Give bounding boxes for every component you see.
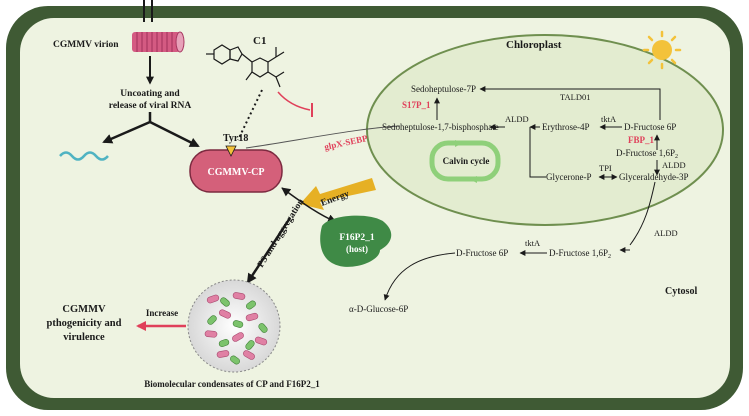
glycerone-p: Glycerone-P xyxy=(546,172,591,182)
tkta-label-2: tktA xyxy=(525,238,541,248)
tald01-path xyxy=(479,86,661,120)
glpx-line xyxy=(245,125,401,149)
c1-binding-line xyxy=(237,89,263,141)
c1-molecule-icon xyxy=(206,44,285,88)
fbp-label: FBP_1 xyxy=(628,135,654,145)
cp-label: CGMMV-CP xyxy=(207,167,264,178)
erythrose-4p: Erythrose-4P xyxy=(542,122,590,132)
f16p2-label-2: (host) xyxy=(346,244,368,254)
sedoheptulose-7p: Sedoheptulose-7P xyxy=(411,84,476,94)
glyceraldehyde-3p: Glyceraldehyde-3P xyxy=(619,172,688,182)
condensates-caption: Biomolecular condensates of CP and F16P2… xyxy=(144,379,320,389)
alpha-d-glucose-6p: α-D-Glucose-6P xyxy=(349,304,408,314)
tyr18-label: Tyr18 xyxy=(223,133,248,144)
virion-icon xyxy=(132,31,185,53)
viral-rna-icon xyxy=(59,151,109,161)
glyceraldehyde-out-path xyxy=(629,181,656,246)
uncoating-label-1: Uncoating and xyxy=(120,89,180,99)
increase-label: Increase xyxy=(146,308,178,318)
arrow-to-rna xyxy=(102,120,151,144)
fructose-glucose-path xyxy=(383,252,456,301)
aldd-label-3: ALDD xyxy=(654,228,678,238)
cytosol-label: Cytosol xyxy=(665,286,697,297)
arrow-to-cp xyxy=(149,120,200,148)
c1-inhibition-arrow xyxy=(277,91,311,111)
chloroplast-label: Chloroplast xyxy=(506,39,562,51)
calvin-cycle-icon xyxy=(429,140,501,183)
tpi-label: TPI xyxy=(599,163,612,173)
outcome-label-2: pthogenicity and xyxy=(47,318,122,329)
tyr18-pointer xyxy=(225,145,237,157)
tald01-label: TALD01 xyxy=(560,92,590,102)
sedoheptulose-bp: Sedoheptulose-1,7-bisphosphate xyxy=(382,122,499,132)
c1-label: C1 xyxy=(253,35,266,47)
tkta-label-1: tktA xyxy=(601,114,617,124)
uncoating-label-2: release of viral RNA xyxy=(109,101,192,111)
f16p2-host xyxy=(320,215,392,267)
d-fructose-6p-2: D-Fructose 6P xyxy=(456,248,508,258)
calvin-label: Calvin cycle xyxy=(443,156,490,166)
sun-icon xyxy=(642,30,682,70)
ps-aggregation-arrow xyxy=(246,217,292,284)
virion-label: CGMMV virion xyxy=(53,40,119,50)
cgmmv-cp xyxy=(189,149,283,193)
d-fructose-bp-1: D-Fructose 1,6P2 xyxy=(616,148,678,160)
s17p-label: S17P_1 xyxy=(402,100,431,110)
aldd-label-1: ALDD xyxy=(505,114,529,124)
d-fructose-bp-2: D-Fructose 1,6P2 xyxy=(549,248,611,260)
d-fructose-6p-1: D-Fructose 6P xyxy=(624,122,676,132)
outcome-label-3: virulence xyxy=(63,332,105,343)
condensate-particles xyxy=(204,292,268,365)
glycerone-aldd-path xyxy=(529,127,546,178)
outcome-label-1: CGMMV xyxy=(62,304,106,315)
aldd-label-2: ALDD xyxy=(662,160,686,170)
f16p2-label-1: F16P2_1 xyxy=(339,233,375,243)
